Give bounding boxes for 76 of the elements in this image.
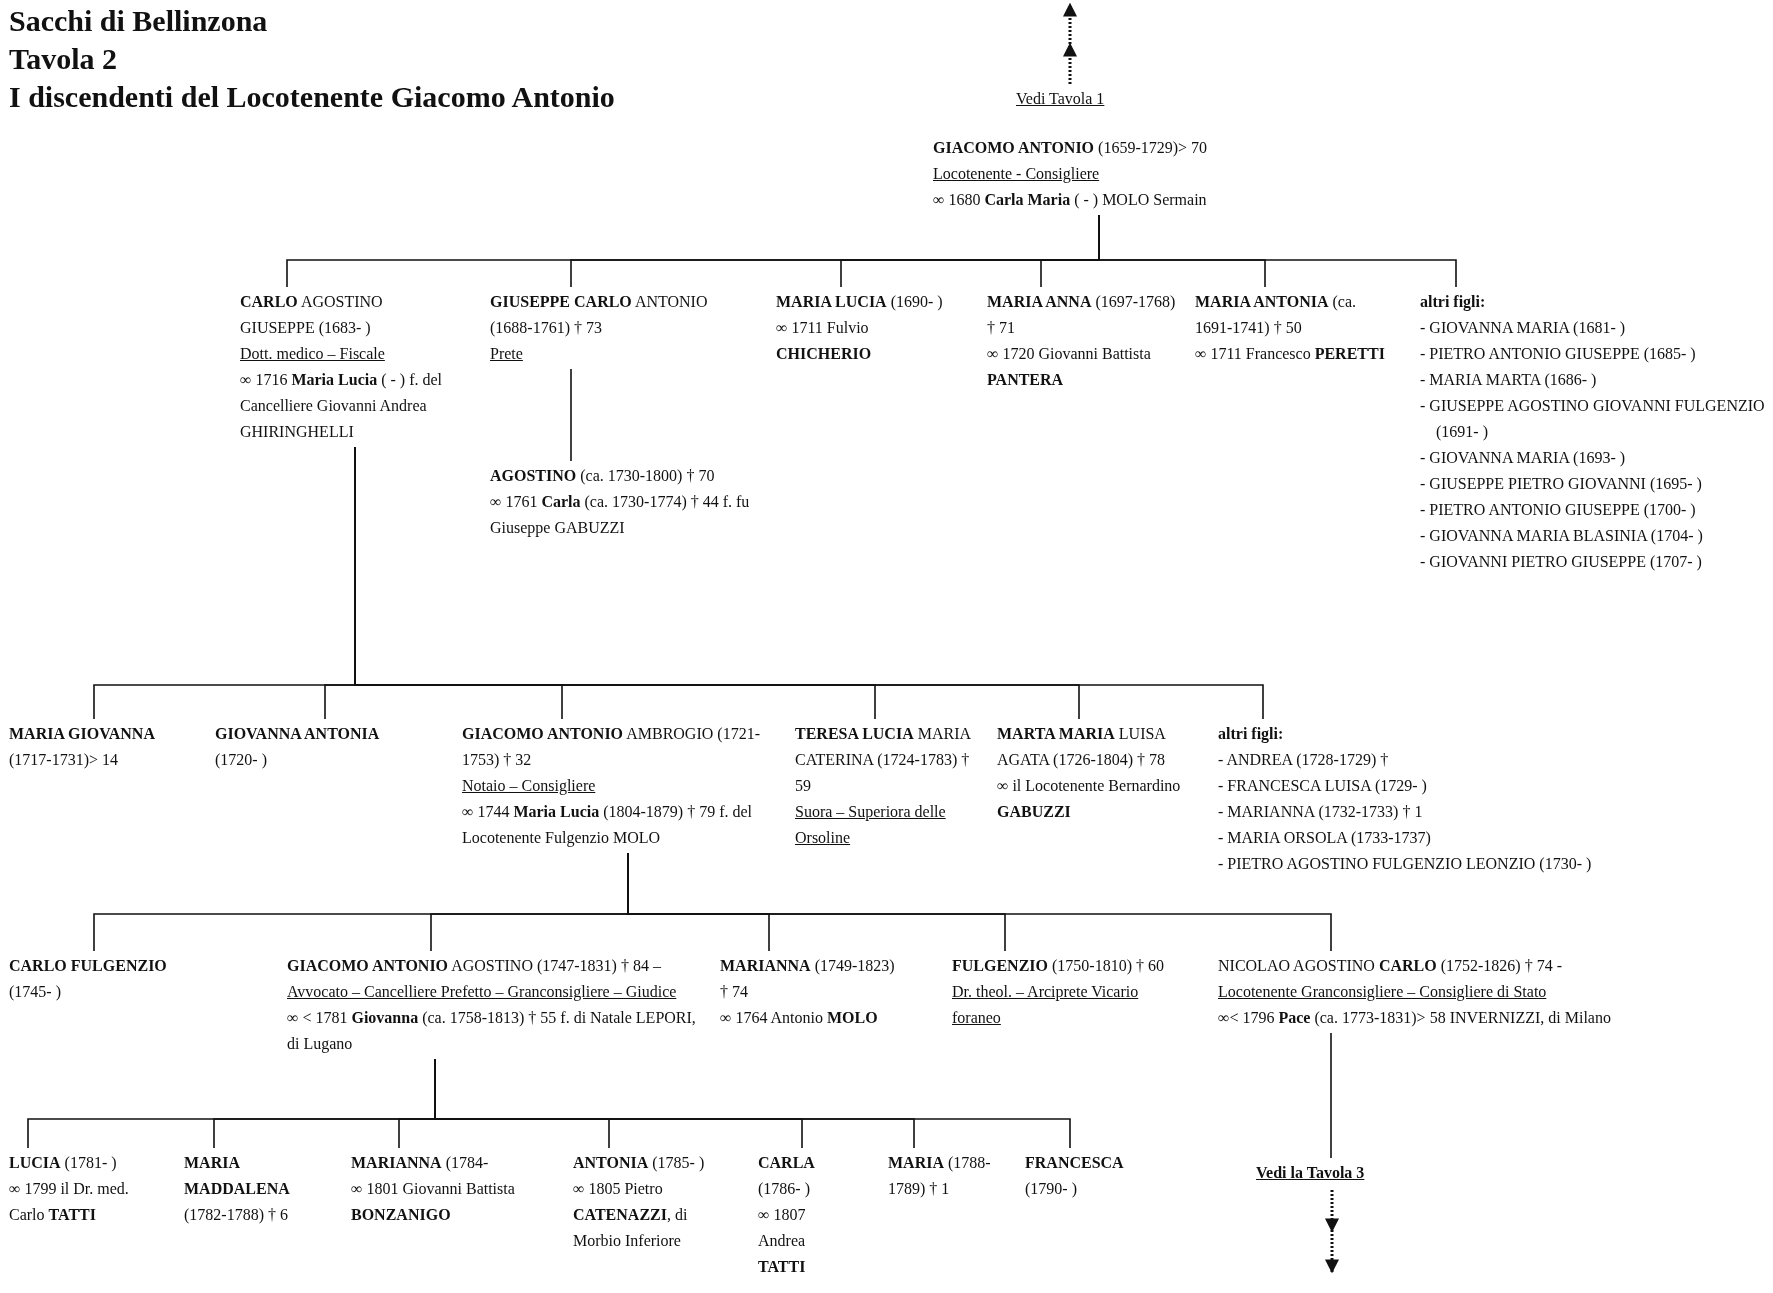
spouse-text: ∞ 1720 Giovanni Battista PANTERA <box>987 344 1152 390</box>
arrow <box>1063 3 1077 84</box>
tree-line <box>354 446 1264 720</box>
child-list-item: - MARIANNA (1732-1733) † 1 <box>1218 802 1423 823</box>
spouse-text: ∞ 1716 Maria Lucia ( - ) f. del Cancelliere Giovanni Andrea GHIRINGHELLI <box>240 370 444 442</box>
child-list-item: - FRANCESCA LUISA (1729- ) <box>1218 776 1427 797</box>
child-list-item: - GIOVANNA MARIA BLASINIA (1704- ) <box>1420 526 1703 547</box>
child-list-item: - ANDREA (1728-1729) † <box>1218 750 1389 771</box>
person-entry: FRANCESCA (1790- ) <box>1025 1153 1125 1200</box>
child-list-item: - MARIA MARTA (1686- ) <box>1420 370 1597 391</box>
child-list-item: - GIOVANNA MARIA (1681- ) <box>1420 318 1626 339</box>
tree-line <box>1098 214 1457 288</box>
arrow <box>1325 1190 1339 1273</box>
person-entry: MARIA LUCIA (1690- ) <box>776 292 943 313</box>
child-list-item: - GIOVANNA MARIA (1693- ) <box>1420 448 1626 469</box>
spouse-text: ∞ 1805 Pietro CATENAZZI, di Morbio Inferiore <box>573 1179 689 1251</box>
person-entry: MARIANNA (1749-1823) † 74 <box>720 956 895 1002</box>
person-entry: GIACOMO ANTONIO AGOSTINO (1747-1831) † 84 – <box>287 956 661 977</box>
child-list-item: - PIETRO AGOSTINO FULGENZIO LEONZIO (1730- ) <box>1218 854 1592 875</box>
list-heading: altri figli: <box>1218 724 1284 745</box>
tree-line <box>1330 1032 1332 1159</box>
table-reference: Vedi la Tavola 3 <box>1256 1163 1365 1183</box>
subtitle: I discendenti del Locotenente Giacomo Antonio <box>9 79 615 115</box>
spouse-text: ∞ 1801 Giovanni Battista BONZANIGO <box>351 1179 516 1225</box>
spouse-text: ∞< 1796 Pace (ca. 1773-1831)> 58 INVERNIZZI, di Milano <box>1218 1008 1611 1028</box>
spouse-text: ∞ 1799 il Dr. med. Carlo TATTI <box>9 1179 130 1225</box>
person-entry: ANTONIA (1785- ) <box>573 1153 705 1174</box>
person-entry: GIUSEPPE CARLO ANTONIO (1688-1761) † 73 <box>490 292 709 339</box>
spouse-text: ∞ 1711 Fulvio CHICHERIO <box>776 318 873 364</box>
tree-line <box>434 1058 1071 1149</box>
child-list-item: - GIUSEPPE PIETRO GIOVANNI (1695- ) <box>1420 474 1702 495</box>
person-entry: NICOLAO AGOSTINO CARLO (1752-1826) † 74 - <box>1218 956 1562 977</box>
occupation-text: Prete <box>490 344 523 364</box>
person-entry: MARIANNA (1784- <box>351 1153 489 1174</box>
title: Sacchi di Bellinzona <box>9 3 268 39</box>
person-entry: MARTA MARIA LUISA AGATA (1726-1804) † 78 <box>997 724 1167 771</box>
person-entry: GIOVANNA ANTONIA (1720- ) <box>215 724 381 771</box>
subtitle: Tavola 2 <box>9 41 118 77</box>
child-list-item: - PIETRO ANTONIO GIUSEPPE (1685- ) <box>1420 344 1696 365</box>
child-list-item: - MARIA ORSOLA (1733-1737) <box>1218 828 1431 849</box>
person-entry: MARIA ANNA (1697-1768) † 71 <box>987 292 1177 338</box>
tree-line <box>627 852 1332 952</box>
person-entry: MARIA MADDALENA (1782-1788) † 6 <box>184 1153 291 1226</box>
child-list-item: - GIUSEPPE AGOSTINO GIOVANNI FULGENZIO (1691- ) <box>1420 396 1766 443</box>
spouse-text: ∞ 1761 Carla (ca. 1730-1774) † 44 f. fu Giuseppe GABUZZI <box>490 492 751 539</box>
person-entry: LUCIA (1781- ) <box>9 1153 117 1173</box>
occupation-text: Locotenente Granconsigliere – Consigliere di Stato <box>1218 982 1547 1003</box>
occupation-text: Locotenente - Consigliere <box>933 164 1100 185</box>
person-entry: FULGENZIO (1750-1810) † 60 <box>952 956 1164 977</box>
child-list-item: - GIOVANNI PIETRO GIUSEPPE (1707- ) <box>1420 552 1702 573</box>
person-entry: MARIA GIOVANNA (1717-1731)> 14 <box>9 724 156 771</box>
spouse-text: ∞ 1764 Antonio MOLO <box>720 1008 878 1028</box>
occupation-text: Suora – Superiora delle Orsoline <box>795 802 947 848</box>
person-entry: CARLA (1786- ) <box>758 1153 816 1200</box>
person-entry: GIACOMO ANTONIO (1659-1729)> 70 <box>933 138 1208 159</box>
spouse-text: ∞ il Locotenente Bernardino GABUZZI <box>997 776 1182 822</box>
spouse-text: ∞ 1711 Francesco PERETTI <box>1195 344 1385 364</box>
person-entry: GIACOMO ANTONIO AMBROGIO (1721-1753) † 32 <box>462 724 761 771</box>
person-entry: CARLO AGOSTINO GIUSEPPE (1683- ) <box>240 292 384 339</box>
person-entry: CARLO FULGENZIO (1745- ) <box>9 956 168 1003</box>
list-heading: altri figli: <box>1420 292 1486 313</box>
spouse-text: ∞ 1680 Carla Maria ( - ) MOLO Sermain <box>933 190 1207 211</box>
child-list-item: - PIETRO ANTONIO GIUSEPPE (1700- ) <box>1420 500 1696 521</box>
spouse-text: ∞ < 1781 Giovanna (ca. 1758-1813) † 55 f. di Natale LEPORI, di Lugano <box>287 1008 697 1055</box>
occupation-text: Avvocato – Cancelliere Prefetto – Granconsigliere – Giudice <box>287 982 677 1003</box>
occupation-text: Dr. theol. – Arciprete Vicario foraneo <box>952 982 1140 1028</box>
person-entry: MARIA ANTONIA (ca. 1691-1741) † 50 <box>1195 292 1358 338</box>
person-entry: TERESA LUCIA MARIA CATERINA (1724-1783) † 59 <box>795 724 972 796</box>
spouse-text: ∞ 1807 Andrea TATTI <box>758 1205 807 1277</box>
occupation-text: Dott. medico – Fiscale <box>240 344 385 364</box>
spouse-text: ∞ 1744 Maria Lucia (1804-1879) † 79 f. del Locotenente Fulgenzio MOLO <box>462 802 754 849</box>
occupation-text: Notaio – Consigliere <box>462 776 596 797</box>
person-entry: MARIA (1788-1789) † 1 <box>888 1153 992 1200</box>
tree-line <box>570 368 572 462</box>
person-entry: AGOSTINO (ca. 1730-1800) † 70 <box>490 466 715 487</box>
table-reference: Vedi Tavola 1 <box>1016 89 1105 109</box>
